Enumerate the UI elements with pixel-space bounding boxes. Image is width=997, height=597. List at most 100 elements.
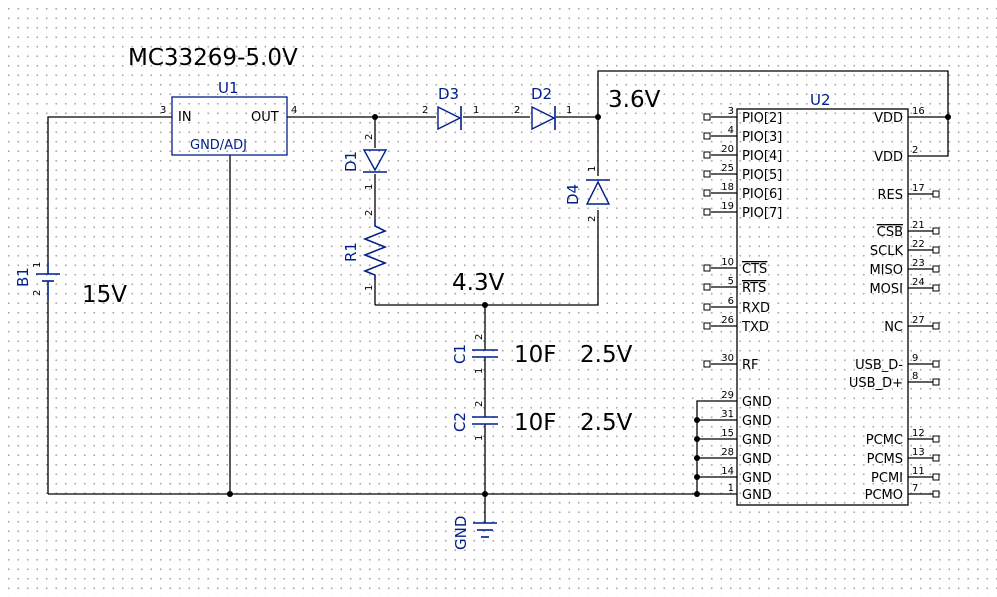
- u2-pin-terminal[interactable]: [932, 284, 940, 292]
- u2-pin-number: 8: [912, 371, 918, 382]
- u2-pin-terminal[interactable]: [932, 454, 940, 462]
- u2-refdes: U2: [810, 91, 831, 109]
- u2-pin-name: PIO[3]: [742, 130, 782, 145]
- junction-dot: [482, 491, 488, 497]
- r1-pin-bottom: 1: [364, 285, 375, 291]
- u2-pin-terminal[interactable]: [932, 227, 940, 235]
- u2-pin-terminal[interactable]: [703, 208, 711, 216]
- capacitor-c1[interactable]: C1 2 1: [451, 334, 498, 374]
- node-voltage-mid-label: 4.3V: [452, 270, 505, 296]
- u2-pin-number: 2: [912, 145, 918, 156]
- u2-pin-name: GND: [742, 452, 772, 467]
- u2-pin-name: PIO[5]: [742, 168, 782, 183]
- diode-d3[interactable]: D3 2 1: [422, 85, 479, 131]
- u2-pin-name: NC: [884, 320, 903, 335]
- u2-pin-number: 19: [721, 201, 734, 212]
- battery-pin-1: 1: [32, 262, 43, 268]
- u2-pin-terminal[interactable]: [932, 435, 940, 443]
- u2-pin-terminal[interactable]: [932, 490, 940, 498]
- u2-pin-terminal[interactable]: [932, 322, 940, 330]
- u1-gnd-label: GND/ADJ: [190, 138, 247, 153]
- c2-refdes: C2: [451, 412, 469, 432]
- u2-pin-number: 25: [721, 163, 734, 174]
- u2-pin-terminal[interactable]: [932, 265, 940, 273]
- battery-voltage-label: 15V: [82, 282, 127, 308]
- d3-pin-left: 2: [422, 105, 428, 116]
- u2-pin-terminal[interactable]: [703, 189, 711, 197]
- c2-value-label: 10F: [514, 410, 557, 436]
- d4-pin-top: 1: [587, 166, 598, 172]
- u2-pin-name: GND: [742, 414, 772, 429]
- u2-pin-number: 20: [721, 144, 734, 155]
- u2-pin-number: 9: [912, 353, 918, 364]
- diode-d2[interactable]: D2 2 1: [514, 85, 572, 131]
- u2-right-pins: 16VDD2VDD17RES21CSB22SCLK23MISO24MOSI27N…: [849, 106, 940, 503]
- u2-pin-terminal[interactable]: [703, 151, 711, 159]
- u2-pin-name: GND: [742, 488, 772, 503]
- u2-pin-terminal[interactable]: [703, 283, 711, 291]
- u2-pin-terminal[interactable]: [703, 322, 711, 330]
- u2-pin-name: USB_D-: [855, 358, 903, 373]
- d4-pin-bottom: 2: [587, 216, 598, 222]
- u2-pin-terminal[interactable]: [932, 473, 940, 481]
- u2-pin-number: 12: [912, 428, 925, 439]
- u2-pin-number: 3: [728, 106, 734, 117]
- diode-d1[interactable]: D1 2 1: [342, 134, 388, 190]
- d3-refdes: D3: [438, 85, 459, 103]
- junction-dot: [694, 455, 700, 461]
- u2-pin-number: 17: [912, 183, 925, 194]
- resistor-r1[interactable]: R1 2 1: [342, 210, 388, 291]
- u2-pin-number: 22: [912, 239, 925, 250]
- u2-pin-terminal[interactable]: [703, 303, 711, 311]
- u2-pin-name: TXD: [741, 320, 769, 335]
- junction-dot: [482, 302, 488, 308]
- u2-pin-terminal[interactable]: [932, 360, 940, 368]
- capacitor-c2[interactable]: C2 2 1: [451, 401, 498, 441]
- u2-pin-number: 28: [721, 447, 734, 458]
- u2-pin-terminal[interactable]: [703, 132, 711, 140]
- u2-pin-terminal[interactable]: [932, 190, 940, 198]
- diode-d4[interactable]: D4 1 2: [564, 166, 611, 222]
- u2-pin-number: 4: [728, 125, 734, 136]
- u1-refdes: U1: [218, 79, 239, 97]
- u2-pin-name: MISO: [869, 263, 903, 278]
- junction-dot: [372, 114, 378, 120]
- u2-pin-name: RTS: [742, 281, 766, 296]
- u2-pin-number: 5: [728, 276, 734, 287]
- u2-pin-terminal[interactable]: [932, 378, 940, 386]
- c1-pin-bottom: 1: [474, 368, 485, 374]
- u2-pin-name: CTS: [742, 262, 767, 277]
- u2-pin-terminal[interactable]: [703, 170, 711, 178]
- u2-pin-number: 30: [721, 353, 734, 364]
- regulator-u1[interactable]: IN OUT GND/ADJ U1 3 4: [160, 79, 297, 156]
- u2-pin-terminal[interactable]: [932, 246, 940, 254]
- u2-pin-terminal[interactable]: [703, 264, 711, 272]
- c1-pin-top: 2: [474, 334, 485, 340]
- u2-pin-terminal[interactable]: [703, 113, 711, 121]
- u2-pin-terminal[interactable]: [703, 360, 711, 368]
- u2-pin-number: 13: [912, 447, 925, 458]
- d2-pin-right: 1: [566, 105, 572, 116]
- battery-b1[interactable]: B1 1 2: [14, 262, 60, 300]
- d4-anode-triangle: [585, 180, 611, 205]
- d2-pin-left: 2: [514, 105, 520, 116]
- c2-pin-bottom: 1: [474, 435, 485, 441]
- junction-dot: [694, 436, 700, 442]
